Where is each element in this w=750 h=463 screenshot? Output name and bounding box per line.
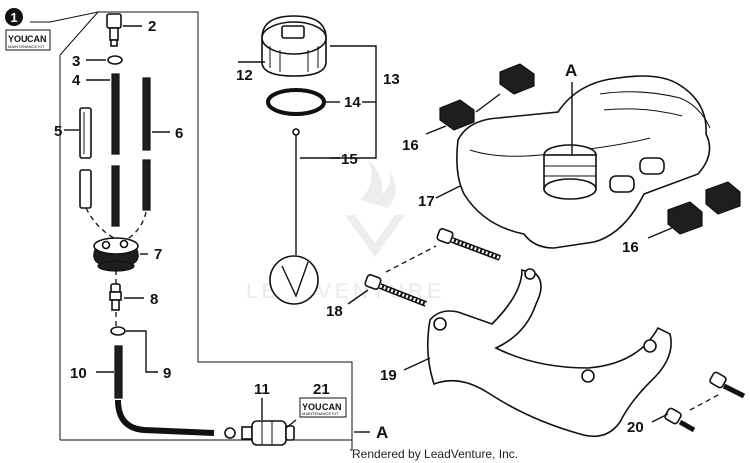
render-credit: Rendered by LeadVenture, Inc. <box>352 447 518 461</box>
kit-sub-text-2: MAINTENANCE KIT <box>302 411 339 416</box>
kit-can-text-2: CAN <box>322 402 342 412</box>
callout-13: 13 <box>383 71 400 88</box>
kit-you-text: YOU <box>8 34 28 44</box>
callout-7: 7 <box>154 246 162 263</box>
callout-16-right: 16 <box>622 239 639 256</box>
part-10-fuel-line <box>114 345 215 436</box>
callout-19: 19 <box>380 367 397 384</box>
callout-21: 21 <box>313 381 330 398</box>
callout-2: 2 <box>148 18 156 35</box>
part-17-fuel-tank <box>456 75 711 249</box>
part-7-grommet <box>93 237 139 272</box>
part-4-tube <box>111 73 120 227</box>
maintenance-kit-badge-top: YOU CAN MAINTENANCE KIT <box>5 29 51 51</box>
callout-17: 17 <box>418 193 435 210</box>
part-11-fuel-filter <box>241 420 295 446</box>
part-8-fitting <box>109 283 122 311</box>
callout-6: 6 <box>175 125 183 142</box>
callout-9: 9 <box>163 365 171 382</box>
part-2-fitting <box>106 13 122 47</box>
part-15-tether <box>269 128 319 305</box>
callout-15: 15 <box>341 151 358 168</box>
callout-1: 1 <box>10 10 17 25</box>
callout-ref-a-filter: A <box>376 423 388 442</box>
part-18-bolts <box>364 228 502 307</box>
kit-you-text-2: YOU <box>302 402 322 412</box>
part-20-screws <box>664 371 746 433</box>
callout-16-top: 16 <box>402 137 419 154</box>
callout-8: 8 <box>150 291 158 308</box>
callout-12: 12 <box>236 67 253 84</box>
callout-10: 10 <box>70 365 87 382</box>
part-19-tank-bracket <box>426 268 672 438</box>
part-16-pads-right <box>667 181 741 235</box>
callout-11: 11 <box>254 381 270 398</box>
item-1-circle: 1 <box>5 8 23 26</box>
kit-bracket <box>30 11 353 451</box>
callout-5: 5 <box>54 123 62 140</box>
kit-sub-text: MAINTENANCE KIT <box>8 44 45 49</box>
part-6-tube <box>142 77 151 211</box>
part-9-ring <box>110 326 126 336</box>
fuel-line-ring <box>224 427 236 439</box>
part-16-pads-top <box>439 63 535 131</box>
callout-3: 3 <box>72 53 80 70</box>
part-13-fuel-cap <box>261 15 327 77</box>
callout-20: 20 <box>627 419 644 436</box>
callout-ref-a-tank: A <box>565 61 577 80</box>
kit-can-text: CAN <box>27 34 47 44</box>
callout-18: 18 <box>326 303 343 320</box>
maintenance-kit-badge-bottom: YOU CAN MAINTENANCE KIT <box>299 397 347 418</box>
callout-14: 14 <box>344 94 361 111</box>
callout-4: 4 <box>72 72 81 89</box>
part-3-ring <box>107 55 123 65</box>
part-14-gasket <box>266 88 326 116</box>
part-5-clear-tube <box>79 107 92 209</box>
